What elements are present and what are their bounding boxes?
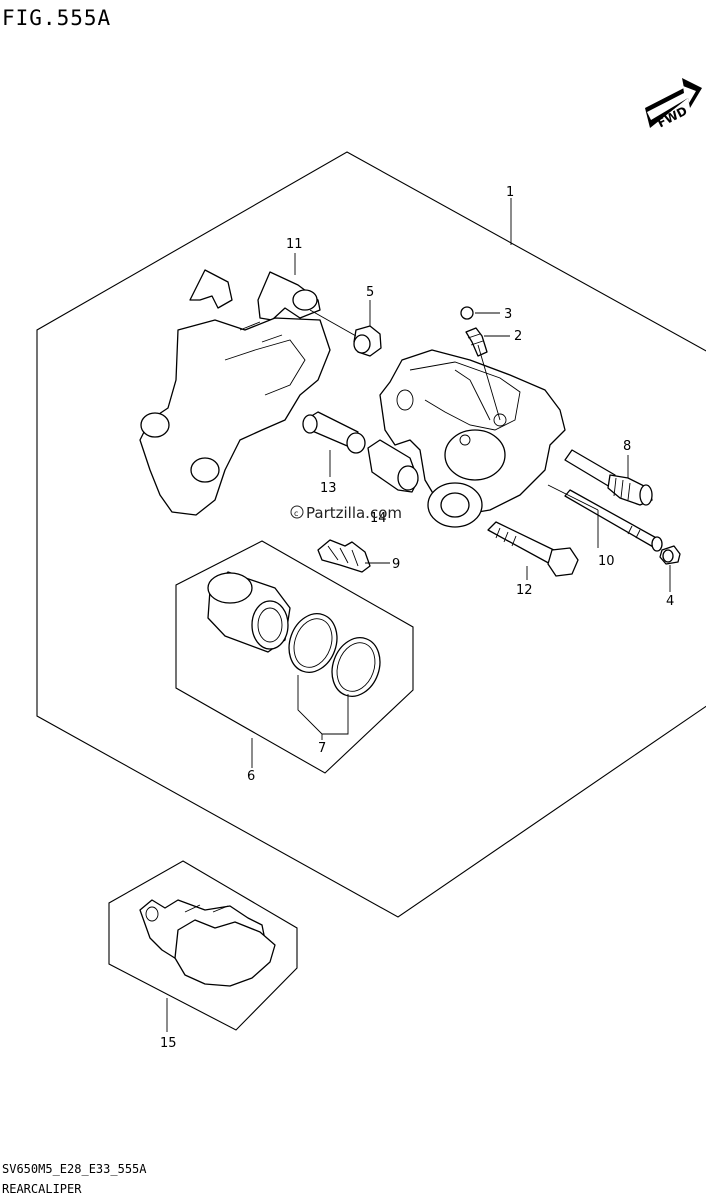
figure-title: FIG.555A bbox=[2, 6, 111, 30]
callout-5: 5 bbox=[366, 285, 374, 300]
callout-13: 13 bbox=[320, 481, 337, 496]
slide-pin bbox=[302, 411, 366, 454]
watermark-text: Partzilla.com bbox=[306, 504, 402, 522]
callout-6: 6 bbox=[247, 769, 255, 784]
pad-pin bbox=[564, 489, 663, 552]
pad-spring bbox=[317, 539, 371, 573]
bleeder-screw bbox=[465, 327, 488, 357]
pad-pin-plug bbox=[659, 545, 681, 565]
callout-10: 10 bbox=[598, 554, 615, 569]
callout-numbers: 1 2 3 4 5 6 7 8 9 10 11 12 13 14 15 bbox=[160, 185, 674, 1051]
model-code: SV650M5_E28_E33_555A bbox=[2, 1162, 147, 1176]
section-name: REARCALIPER bbox=[2, 1182, 82, 1196]
callout-8: 8 bbox=[623, 439, 631, 454]
callout-3: 3 bbox=[504, 307, 512, 322]
bleeder-cap bbox=[460, 306, 474, 320]
caliper-bracket bbox=[139, 269, 331, 516]
rubber-boot bbox=[353, 325, 382, 357]
callout-2: 2 bbox=[514, 329, 522, 344]
callout-7: 7 bbox=[318, 741, 326, 756]
piston bbox=[207, 571, 291, 653]
slide-pin-bolt bbox=[564, 449, 653, 506]
callout-9: 9 bbox=[392, 557, 400, 572]
sleeve-boot bbox=[367, 439, 419, 493]
brake-pad-set bbox=[139, 899, 276, 987]
caliper-body bbox=[379, 349, 566, 528]
callout-15: 15 bbox=[160, 1036, 177, 1051]
callout-11: 11 bbox=[286, 237, 303, 252]
callout-4: 4 bbox=[666, 594, 674, 609]
mounting-bolt bbox=[487, 521, 579, 577]
watermark: c Partzilla.com bbox=[290, 504, 402, 522]
dust-seal bbox=[331, 637, 381, 697]
callout-1: 1 bbox=[506, 185, 514, 200]
piston-seal bbox=[288, 613, 338, 673]
leader-lines bbox=[166, 198, 671, 1032]
fwd-arrow-icon: FWD bbox=[645, 78, 702, 130]
brake-pad-outline bbox=[108, 860, 298, 1031]
caliper-assembly-outline bbox=[36, 151, 706, 918]
seal-kit-outline bbox=[175, 540, 414, 774]
copyright-icon: c bbox=[294, 509, 298, 518]
callout-14: 14 bbox=[370, 511, 387, 526]
callout-12: 12 bbox=[516, 583, 533, 598]
